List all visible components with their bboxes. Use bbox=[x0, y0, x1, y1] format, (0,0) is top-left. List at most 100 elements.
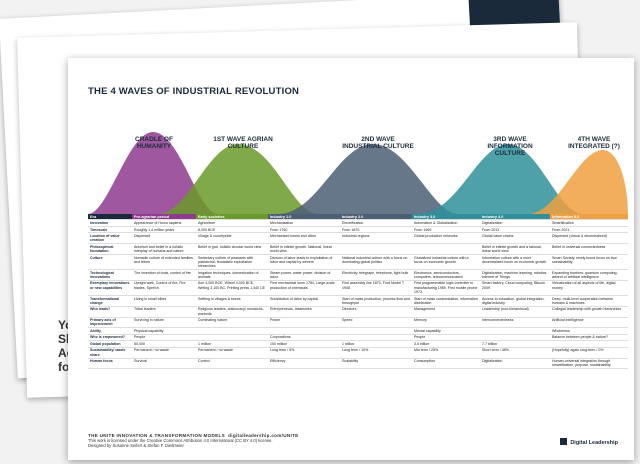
table-cell bbox=[550, 340, 628, 348]
poster-sheet: THE 4 WAVES OF INDUSTRIAL REVOLUTION CRA… bbox=[68, 58, 634, 460]
wave-label-cradle: CRADLE OF HUMANITY bbox=[135, 136, 173, 150]
peek-line: fo bbox=[58, 360, 70, 374]
table-cell: Expanding frontiers: quantum computing, … bbox=[550, 269, 628, 281]
table-cell: From 1870 bbox=[340, 226, 412, 234]
table-cell: First mechanical loom 1784, Large-scale … bbox=[268, 280, 340, 296]
table-cell: Settling in villages & towns bbox=[196, 295, 268, 307]
row-label: Primary axis of improvement bbox=[88, 317, 132, 329]
table-cell: Long term / 10% bbox=[340, 347, 412, 359]
table-cell: Irrigation techniques, domestication of … bbox=[196, 269, 268, 281]
table-cell: 50,000 bbox=[132, 340, 196, 348]
table-cell: Mid term / 25% bbox=[412, 347, 480, 359]
table-cell: Early societies bbox=[196, 214, 268, 221]
table-cell: From 1760 bbox=[268, 226, 340, 234]
table-cell: Smartification bbox=[550, 219, 628, 228]
table-cell: The invention of tools, control of fire bbox=[132, 269, 196, 281]
table-cell: 1 million bbox=[196, 340, 268, 348]
table-cell: Automation & Globalization bbox=[412, 219, 480, 228]
table-cell: From 2021 bbox=[550, 226, 628, 234]
table-cell: Belief in infinite growth and a rational… bbox=[480, 243, 550, 256]
table-cell: Virtualization of all aspects of life, d… bbox=[550, 280, 628, 296]
table-cell: Agriculture bbox=[196, 219, 268, 228]
table-cell: Sedentary culture of peasants with patri… bbox=[196, 254, 268, 271]
row-label: Who is empowered? bbox=[88, 334, 132, 342]
row-label: Philosophical foundation bbox=[88, 243, 132, 256]
table-row: Exemplary innovations or new capabilitie… bbox=[88, 280, 628, 296]
footer-url[interactable]: digitalleadership.com/UNITE bbox=[228, 433, 299, 438]
table-cell: Religious leaders, aristocracy/ monarchs… bbox=[196, 306, 268, 318]
table-cell bbox=[480, 334, 550, 342]
table-cell: Steam power, water power, division of la… bbox=[268, 269, 340, 281]
row-label: Culture bbox=[88, 254, 132, 271]
table-cell: Start of mass production, process flow a… bbox=[340, 295, 412, 307]
table-cell: Nomadic culture of extended families and… bbox=[132, 254, 196, 271]
table-cell: Division of labor leads to exploitation … bbox=[268, 254, 340, 271]
row-label: Transformational change bbox=[88, 295, 132, 307]
table-cell: First assembly line 1870, Ford Model T 1… bbox=[340, 280, 412, 296]
table-cell: Smart Society, newly found focus on true… bbox=[550, 254, 628, 271]
table-cell: Artificial intelligence bbox=[550, 317, 628, 329]
table-cell: Appearance of Homo sapiens bbox=[132, 219, 196, 228]
wave-cradle bbox=[88, 132, 218, 214]
table-cell: Short term / 45% bbox=[480, 347, 550, 359]
table-cell: Industry 3.0 bbox=[412, 214, 480, 221]
table-cell: Dispersed bbox=[132, 232, 196, 245]
row-label: Location of value creation bbox=[88, 232, 132, 245]
row-label: Technological innovations bbox=[88, 269, 132, 281]
poster-title: THE 4 WAVES OF INDUSTRIAL REVOLUTION bbox=[88, 86, 300, 97]
table-cell: Living in small tribes bbox=[132, 295, 196, 307]
table-cell: Global production networks bbox=[412, 232, 480, 245]
table-cell: Belief in infinite growth. National, lin… bbox=[268, 243, 340, 256]
table-cell: People bbox=[412, 334, 480, 342]
table-cell: Collegial leadership with growth hierarc… bbox=[550, 306, 628, 318]
table-cell: Industry 1.0 bbox=[268, 214, 340, 221]
table-cell: First programmable logic controller in m… bbox=[412, 280, 480, 296]
brand-name: Digital Leadership bbox=[570, 440, 618, 446]
table-cell: (Hopefully) again long-term / 0% bbox=[550, 347, 628, 359]
table-cell: Consumption bbox=[412, 358, 480, 370]
table-cell: Mechanised towns and cities bbox=[268, 232, 340, 245]
table-cell: From 1969 bbox=[412, 226, 480, 234]
wave-label-2nd: 2ND WAVE INDUSTRIAL CULTURE bbox=[342, 136, 414, 150]
table-cell: Pre-agrarian period bbox=[132, 214, 196, 221]
table-cell: Dominating nature bbox=[196, 317, 268, 329]
table-cell: Permanent / no waste bbox=[196, 347, 268, 359]
table-cell: Animism and belief in a holistic interpl… bbox=[132, 243, 196, 256]
table-cell: Interconnectedness bbox=[480, 317, 550, 329]
table-cell: Digitalization bbox=[480, 219, 550, 228]
table-cell: Memory bbox=[412, 317, 480, 329]
footer-series: THE UNITE INNOVATION & TRANSFORMATION MO… bbox=[88, 433, 225, 438]
table-cell: Roughly 1.4 million years bbox=[132, 226, 196, 234]
table-cell bbox=[412, 243, 480, 256]
table-cell bbox=[480, 327, 550, 335]
table-cell: Management bbox=[412, 306, 480, 318]
table-cell: Permanent / no waste bbox=[132, 347, 196, 359]
table-cell: Industry 4.0 bbox=[480, 214, 550, 221]
brand-icon bbox=[560, 438, 568, 445]
table-cell: Mechanisation bbox=[268, 219, 340, 228]
brand-logo: Digital Leadership bbox=[560, 438, 618, 446]
row-label: Exemplary innovations or new capabilitie… bbox=[88, 280, 132, 296]
table-cell: National industrial culture with a focus… bbox=[340, 254, 412, 271]
table-cell: Surviving in nature bbox=[132, 317, 196, 329]
table-cell: 8,000 BCE bbox=[196, 226, 268, 234]
table-cell bbox=[196, 334, 268, 342]
table-cell: Information culture with a more decentra… bbox=[480, 254, 550, 271]
table-cell: Human-universal integration through smar… bbox=[550, 358, 628, 370]
table-cell: 100 million bbox=[268, 340, 340, 348]
table-cell: Control bbox=[196, 358, 268, 370]
wave-3rd bbox=[418, 144, 583, 214]
table-cell: Efficiency bbox=[268, 358, 340, 370]
table-cell: Digitalization, machine learning, roboti… bbox=[480, 269, 550, 281]
table-cell: Start of mass customization, information… bbox=[412, 295, 480, 307]
table-cell: Tribal leaders bbox=[132, 306, 196, 318]
